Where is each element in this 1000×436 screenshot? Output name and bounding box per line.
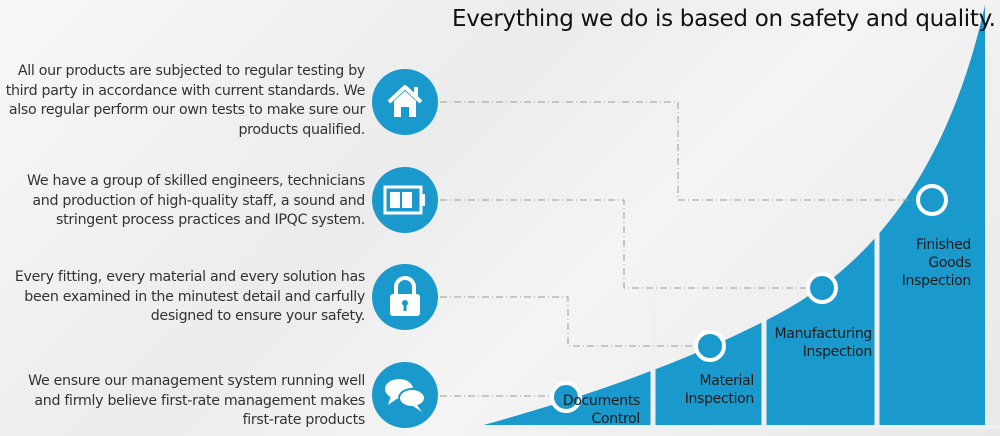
step-2-line-2: Inspection [684, 391, 755, 407]
bar-dividers [650, 150, 880, 430]
connector-3 [440, 296, 698, 347]
step-4-line-1: Finished [916, 237, 971, 253]
item-2-text: We have a group of skilled engineers, te… [26, 173, 365, 228]
connector-lines [440, 101, 920, 397]
step-3-line-1: Manufacturing [774, 326, 873, 342]
chat-icon [372, 362, 438, 428]
step-4-line-2: Goods [928, 255, 971, 271]
step-marker-4 [916, 184, 948, 216]
blue-growth-area [480, 5, 985, 426]
item-4-text: We ensure our management system running … [28, 373, 365, 428]
step-label-finished-goods-inspection: Finished Goods Inspection [901, 236, 972, 290]
step-marker-1 [550, 381, 582, 413]
step-1-line-2: Control [591, 411, 640, 427]
step-1-line-1: Documents [562, 393, 640, 409]
step-2-line-1: Material [699, 373, 755, 389]
battery-icon [372, 167, 438, 233]
lock-icon [372, 264, 438, 330]
item-3-text: Every fitting, every material and every … [14, 269, 365, 324]
connector-2 [440, 199, 810, 289]
item-1-text: All our products are subjected to regula… [5, 63, 366, 138]
step-4-line-3: Inspection [901, 273, 972, 289]
step-label-documents-control: Documents Control [563, 392, 640, 428]
connector-1 [440, 101, 920, 201]
step-marker-2 [694, 330, 726, 362]
step-markers [550, 184, 948, 413]
step-label-manufacturing-inspection: Manufacturing Inspection [774, 325, 873, 361]
step-marker-3 [806, 272, 838, 304]
house-icon [372, 69, 438, 135]
step-3-line-2: Inspection [802, 344, 873, 360]
page-title: Everything we do is based on safety and … [452, 6, 996, 32]
step-label-material-inspection: Material Inspection [684, 372, 755, 408]
